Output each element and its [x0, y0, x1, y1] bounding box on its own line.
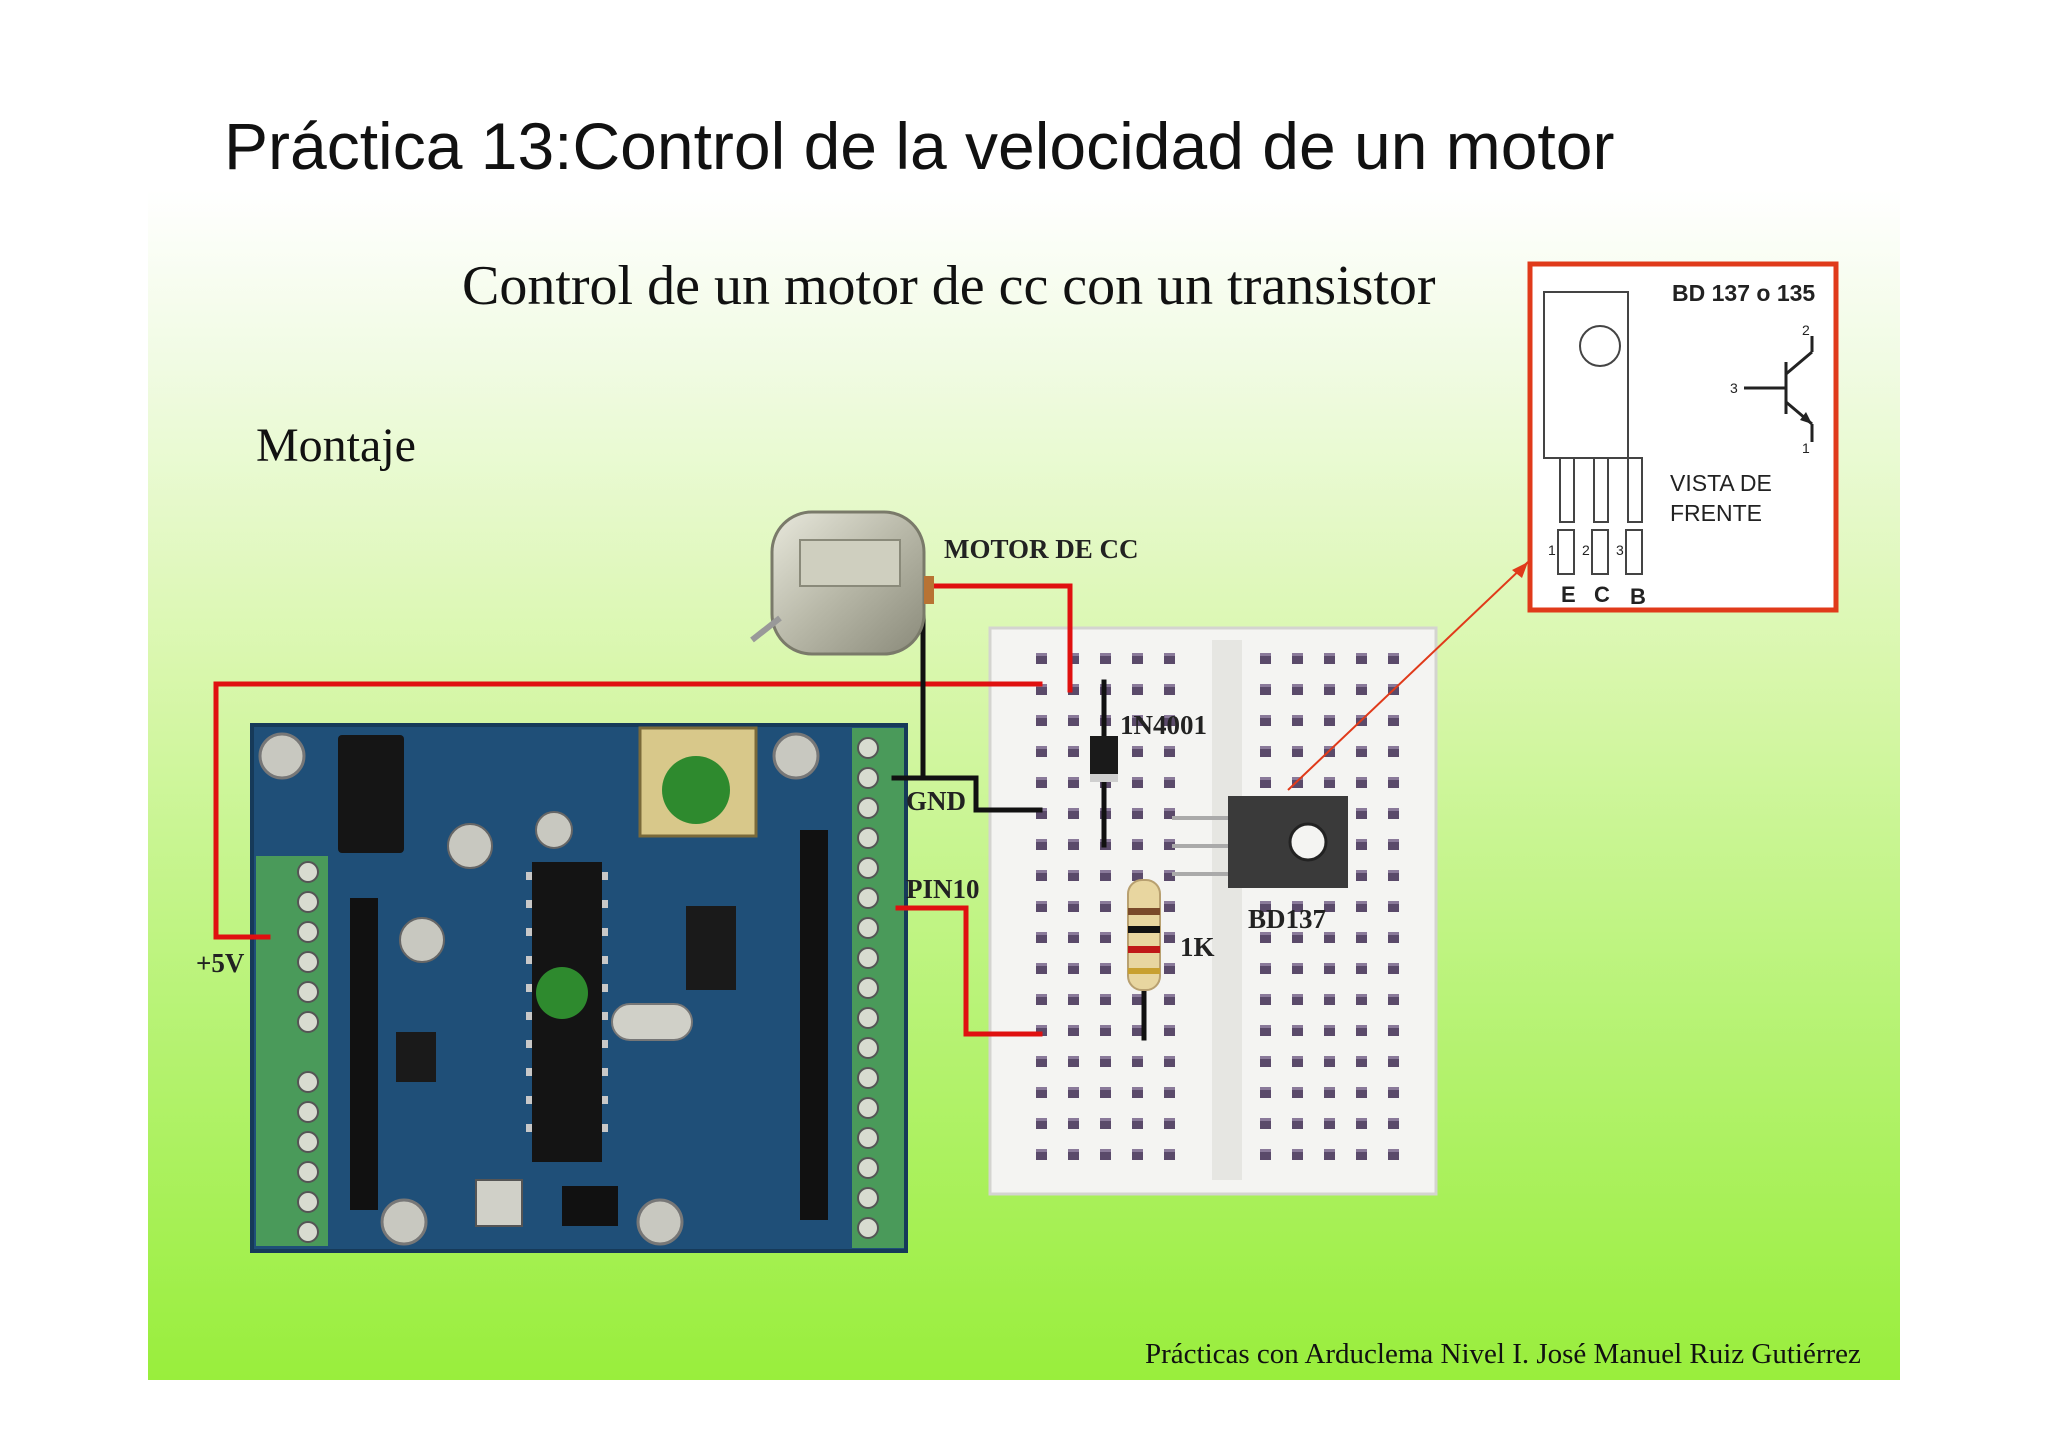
wiring: [213, 583, 1147, 1041]
slide-subtitle: Control de un motor de cc con un transis…: [462, 255, 1436, 317]
gnd-label: GND: [906, 786, 966, 816]
pin-number-3: 3: [1616, 542, 1624, 558]
pin-b-label: B: [1630, 584, 1646, 609]
pin-c-label: C: [1594, 582, 1610, 607]
pin-e-label: E: [1561, 582, 1576, 607]
left-terminal-block: [256, 856, 328, 1246]
symbol-pin-emitter: 1: [1802, 440, 1810, 456]
section-heading: Montaje: [256, 419, 416, 472]
pin-number-2: 2: [1582, 542, 1590, 558]
pin-number-1: 1: [1548, 542, 1556, 558]
vcc-label: +5V: [196, 948, 245, 978]
motor-label: MOTOR DE CC: [944, 534, 1139, 564]
power-jack: [338, 735, 404, 853]
inset-title: BD 137 o 135: [1672, 280, 1816, 306]
vcc-red-wire: [213, 681, 1043, 940]
symbol-pin-collector: 2: [1802, 322, 1810, 338]
diode-1n4001: [1090, 736, 1118, 782]
dc-motor: [750, 510, 934, 656]
resistor-1k: [1127, 879, 1161, 991]
transistor-label: BD137: [1248, 904, 1327, 934]
breadboard: [988, 626, 1438, 1196]
reset-button: [475, 1179, 523, 1227]
pin10-red-wire: [895, 905, 1043, 1037]
microcontroller-board: [250, 723, 908, 1253]
motor-red-wire: [920, 583, 1073, 693]
transistor-pinout-inset: [1527, 261, 1839, 613]
inset-view-label: VISTA DE: [1670, 470, 1772, 496]
gnd-black-wire: [891, 775, 1043, 813]
resistor-label: 1K: [1180, 932, 1215, 962]
npn-symbol: [1744, 336, 1814, 442]
symbol-pin-base: 3: [1730, 380, 1738, 396]
transistor-bd137: [1172, 796, 1348, 888]
slide-title: Práctica 13:Control de la velocidad de u…: [224, 109, 1615, 183]
diode-label: 1N4001: [1120, 710, 1207, 740]
slide-footer: Prácticas con Arduclema Nivel I. José Ma…: [1145, 1338, 1861, 1370]
pin10-label: PIN10: [906, 874, 980, 904]
inset-view-label-2: FRENTE: [1670, 500, 1762, 526]
inset-pointer-line: [1287, 561, 1529, 791]
